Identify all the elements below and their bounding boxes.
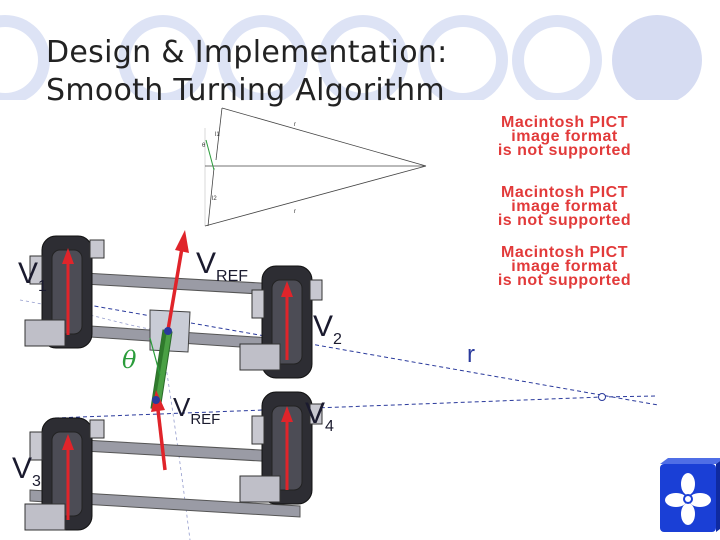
decor-circle-5 xyxy=(612,15,702,105)
label-v2: V2 xyxy=(313,310,342,348)
title-line-2: Smooth Turning Algorithm xyxy=(46,73,445,108)
label-v1: V1 xyxy=(18,257,47,295)
diagram-labels: V1 V2 V3 V4 VREF VREF θ r xyxy=(12,247,475,490)
turning-center-point xyxy=(598,393,606,401)
label-radius: r xyxy=(467,341,475,368)
pict-placeholder-1: Macintosh PICT image format is not suppo… xyxy=(497,114,632,159)
label-v4: V4 xyxy=(305,397,334,435)
pict-placeholder-2: Macintosh PICT image format is not suppo… xyxy=(497,184,632,229)
decor-circle-1 xyxy=(218,15,308,105)
radius-lines xyxy=(54,299,659,419)
small-label-theta: θ xyxy=(202,143,206,149)
decor-circle-3 xyxy=(418,15,508,105)
small-label-r-bottom: r xyxy=(294,209,296,215)
label-vref-top: VREF xyxy=(196,247,248,285)
decor-circle-7 xyxy=(118,15,208,105)
title-line-1: Design & Implementation: xyxy=(46,35,448,70)
small-label-l1: l1 xyxy=(215,132,220,138)
label-v3: V3 xyxy=(12,452,41,490)
label-vref-bottom: VREF xyxy=(173,392,220,428)
content-backdrop xyxy=(0,100,720,540)
small-geometry-diagram: l1 θ l2 r r xyxy=(202,107,427,227)
decor-circle-2 xyxy=(318,15,408,105)
decor-circle-4 xyxy=(512,15,602,105)
label-theta: θ xyxy=(122,346,137,374)
small-label-r-top: r xyxy=(294,122,296,128)
pinwheel-logo-icon xyxy=(660,458,720,532)
robot-chassis xyxy=(24,235,323,531)
small-label-l2: l2 xyxy=(212,196,217,202)
wheel-module-1 xyxy=(24,235,105,349)
slide-title: Design & Implementation: Smooth Turning … xyxy=(46,34,448,110)
pict-placeholder-3: Macintosh PICT image format is not suppo… xyxy=(497,244,632,289)
